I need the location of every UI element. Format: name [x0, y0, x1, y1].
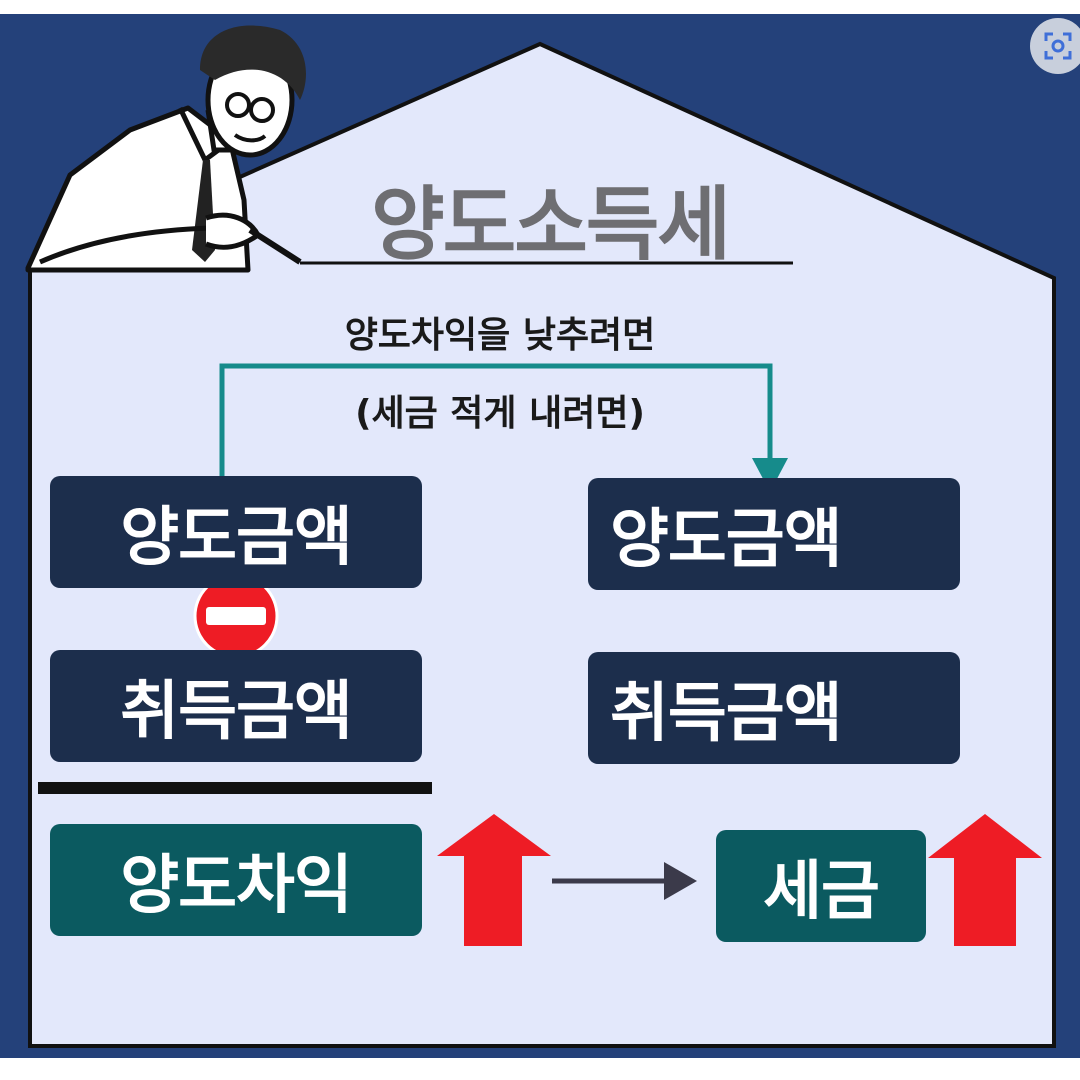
- subtitle-line-1: 양도차익을 낮추려면: [344, 315, 656, 356]
- capital-gain-box: 양도차익: [50, 824, 422, 936]
- capital-gain-label: 양도차익: [120, 849, 353, 923]
- connector-arrow-head: [752, 458, 788, 492]
- big-up-arrow-icon: [437, 814, 551, 946]
- tax-box: 세금: [716, 830, 926, 942]
- right-acquisition-amount-label: 취득금액: [610, 677, 843, 751]
- tax-label: 세금: [763, 855, 880, 929]
- big-up-arrow-icon: [928, 814, 1042, 946]
- left-sale-amount-label: 양도금액: [120, 501, 353, 575]
- subtraction-divider: [38, 782, 432, 794]
- scan-button[interactable]: [1030, 18, 1080, 74]
- page-title: 양도소득세: [371, 178, 731, 271]
- man-illustration-icon: [25, 25, 306, 273]
- right-acquisition-amount-box: 취득금액: [588, 652, 960, 764]
- left-sale-amount-box: 양도금액: [50, 476, 422, 588]
- left-acquisition-amount-label: 취득금액: [120, 675, 353, 749]
- arrow-right-icon: [552, 862, 697, 900]
- connector-line: [219, 363, 773, 476]
- subtitle-line-2: (세금 적게 내려면): [355, 393, 645, 434]
- scan-icon: [1044, 32, 1072, 60]
- right-sale-amount-box: 양도금액: [588, 478, 960, 590]
- left-acquisition-amount-box: 취득금액: [50, 650, 422, 762]
- house-outline: [28, 41, 1056, 1048]
- right-sale-amount-label: 양도금액: [610, 503, 843, 577]
